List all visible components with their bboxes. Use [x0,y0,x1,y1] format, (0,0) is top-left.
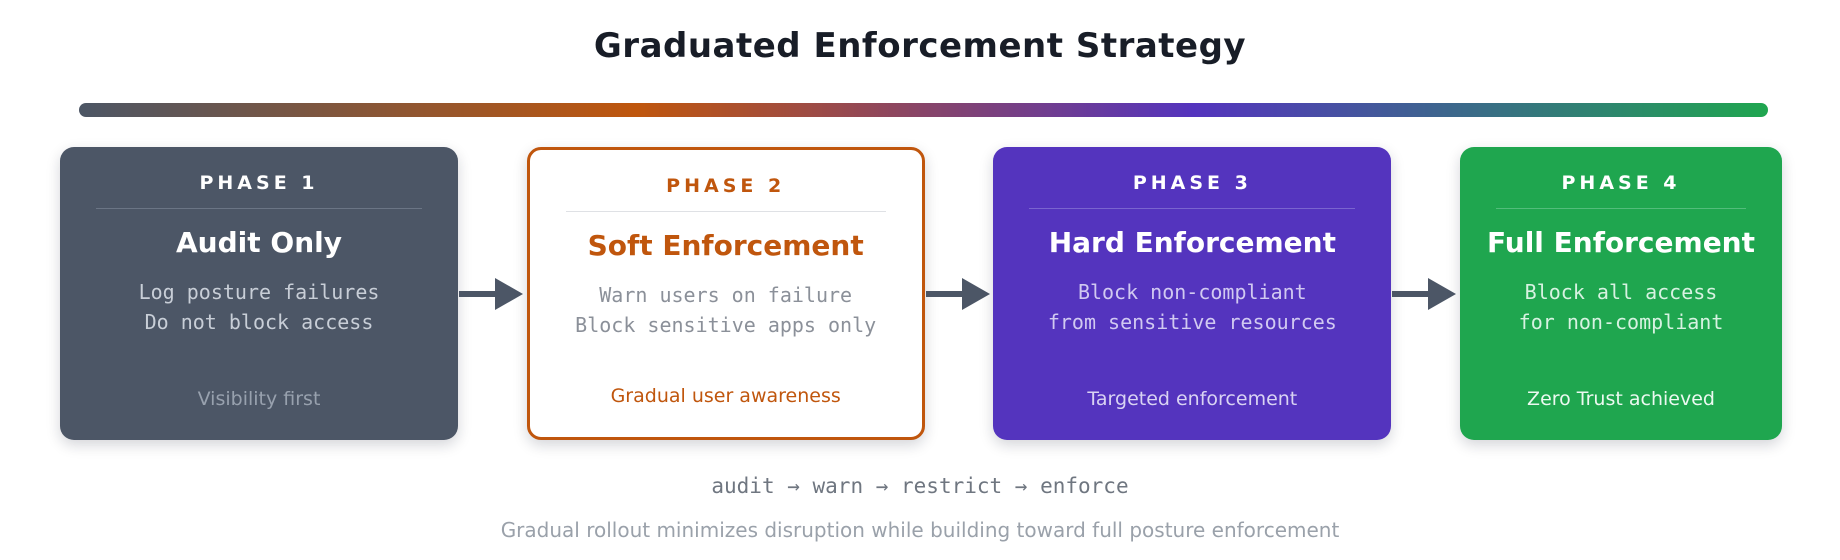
phase-note: Targeted enforcement [1087,388,1298,410]
phase-label: PHASE 4 [1561,172,1681,194]
phase-label: PHASE 1 [199,172,319,194]
description-line: Warn users on failure [599,283,853,307]
phase-note: Zero Trust achieved [1527,388,1715,410]
phase-title: Full Enforcement [1487,226,1755,259]
description-line: Block sensitive apps only [575,313,877,337]
phase-description: Block all access for non-compliant [1519,277,1724,337]
description-line: from sensitive resources [1047,310,1337,334]
phase-card-soft-enforcement: PHASE 2 Soft Enforcement Warn users on f… [526,147,925,440]
phase-card-full-enforcement: PHASE 4 Full Enforcement Block all acces… [1460,147,1783,440]
divider [96,208,422,209]
description-line: Do not block access [144,310,374,334]
phase-label: PHASE 2 [666,175,786,197]
phase-card-audit-only: PHASE 1 Audit Only Log posture failures … [60,147,458,440]
divider [1496,208,1747,209]
arrow-right-icon [1391,147,1460,440]
phases-row: PHASE 1 Audit Only Log posture failures … [60,147,1783,440]
description-line: Block non-compliant [1077,280,1307,304]
phase-note: Visibility first [197,388,321,410]
phase-label: PHASE 3 [1132,172,1252,194]
arrow-right-icon [925,147,994,440]
phase-description: Log posture failures Do not block access [139,277,380,337]
gradient-progress-bar [79,103,1768,117]
flow-sequence: audit → warn → restrict → enforce [711,474,1129,498]
phase-title: Audit Only [176,226,342,259]
phase-note: Gradual user awareness [610,385,841,407]
phase-card-hard-enforcement: PHASE 3 Hard Enforcement Block non-compl… [993,147,1392,440]
phase-description: Warn users on failure Block sensitive ap… [575,280,876,340]
description-line: Block all access [1524,280,1718,304]
description-line: Log posture failures [138,280,380,304]
diagram-title: Graduated Enforcement Strategy [593,26,1247,66]
phase-title: Hard Enforcement [1048,226,1336,259]
divider [565,211,886,212]
divider [1029,208,1356,209]
caption: Gradual rollout minimizes disruption whi… [500,518,1340,542]
phase-title: Soft Enforcement [587,229,864,262]
phase-description: Block non-compliant from sensitive resou… [1048,277,1337,337]
description-line: for non-compliant [1518,310,1724,334]
arrow-right-icon [458,147,527,440]
